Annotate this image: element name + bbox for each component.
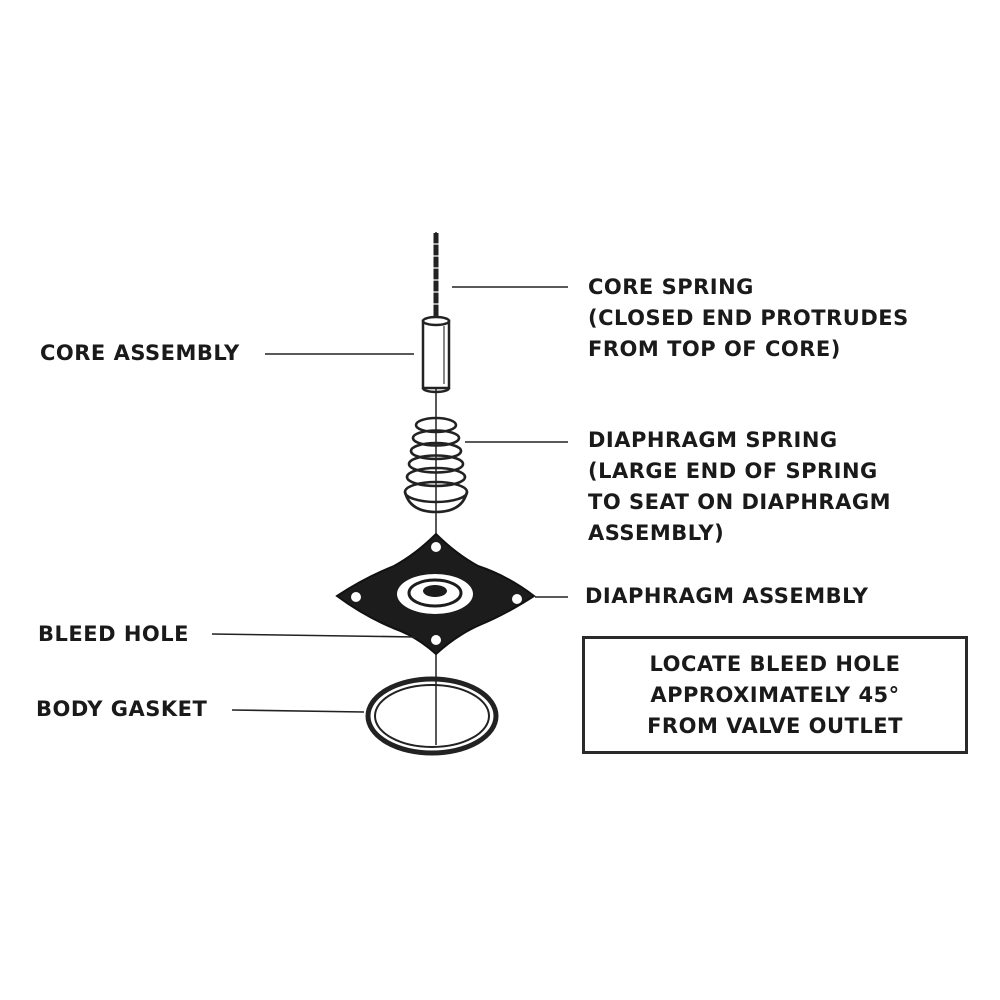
diaphragm-assembly-label: DIAPHRAGM ASSEMBLY — [585, 584, 869, 608]
bleed-hole-label: BLEED HOLE — [38, 622, 189, 646]
mounting-hole — [351, 592, 361, 602]
bleed-hole-mark — [431, 635, 441, 645]
mounting-hole — [431, 542, 441, 552]
body-gasket-part — [365, 676, 499, 756]
diaphragm-spring-label: DIAPHRAGM SPRING (LARGE END OF SPRING TO… — [588, 428, 891, 545]
core-assembly-label: CORE ASSEMBLY — [40, 341, 240, 365]
body-gasket-label: BODY GASKET — [36, 697, 208, 721]
diaphragm-assembly-part — [335, 532, 536, 656]
mounting-hole — [512, 594, 522, 604]
core-assembly-part — [421, 315, 451, 394]
core-spring-label: CORE SPRING (CLOSED END PROTRUDES FROM T… — [588, 275, 909, 361]
note-line: FROM VALVE OUTLET — [647, 713, 903, 738]
leader-bleed-hole — [211, 633, 417, 638]
note-line: APPROXIMATELY 45° — [650, 682, 900, 707]
leader-body-gasket — [231, 709, 365, 713]
core-spring-part — [433, 233, 439, 318]
diaphragm-spring-part — [403, 416, 469, 514]
note-line: LOCATE BLEED HOLE — [649, 651, 901, 676]
bleed-hole-note-box: LOCATE BLEED HOLE APPROXIMATELY 45° FROM… — [582, 636, 968, 754]
